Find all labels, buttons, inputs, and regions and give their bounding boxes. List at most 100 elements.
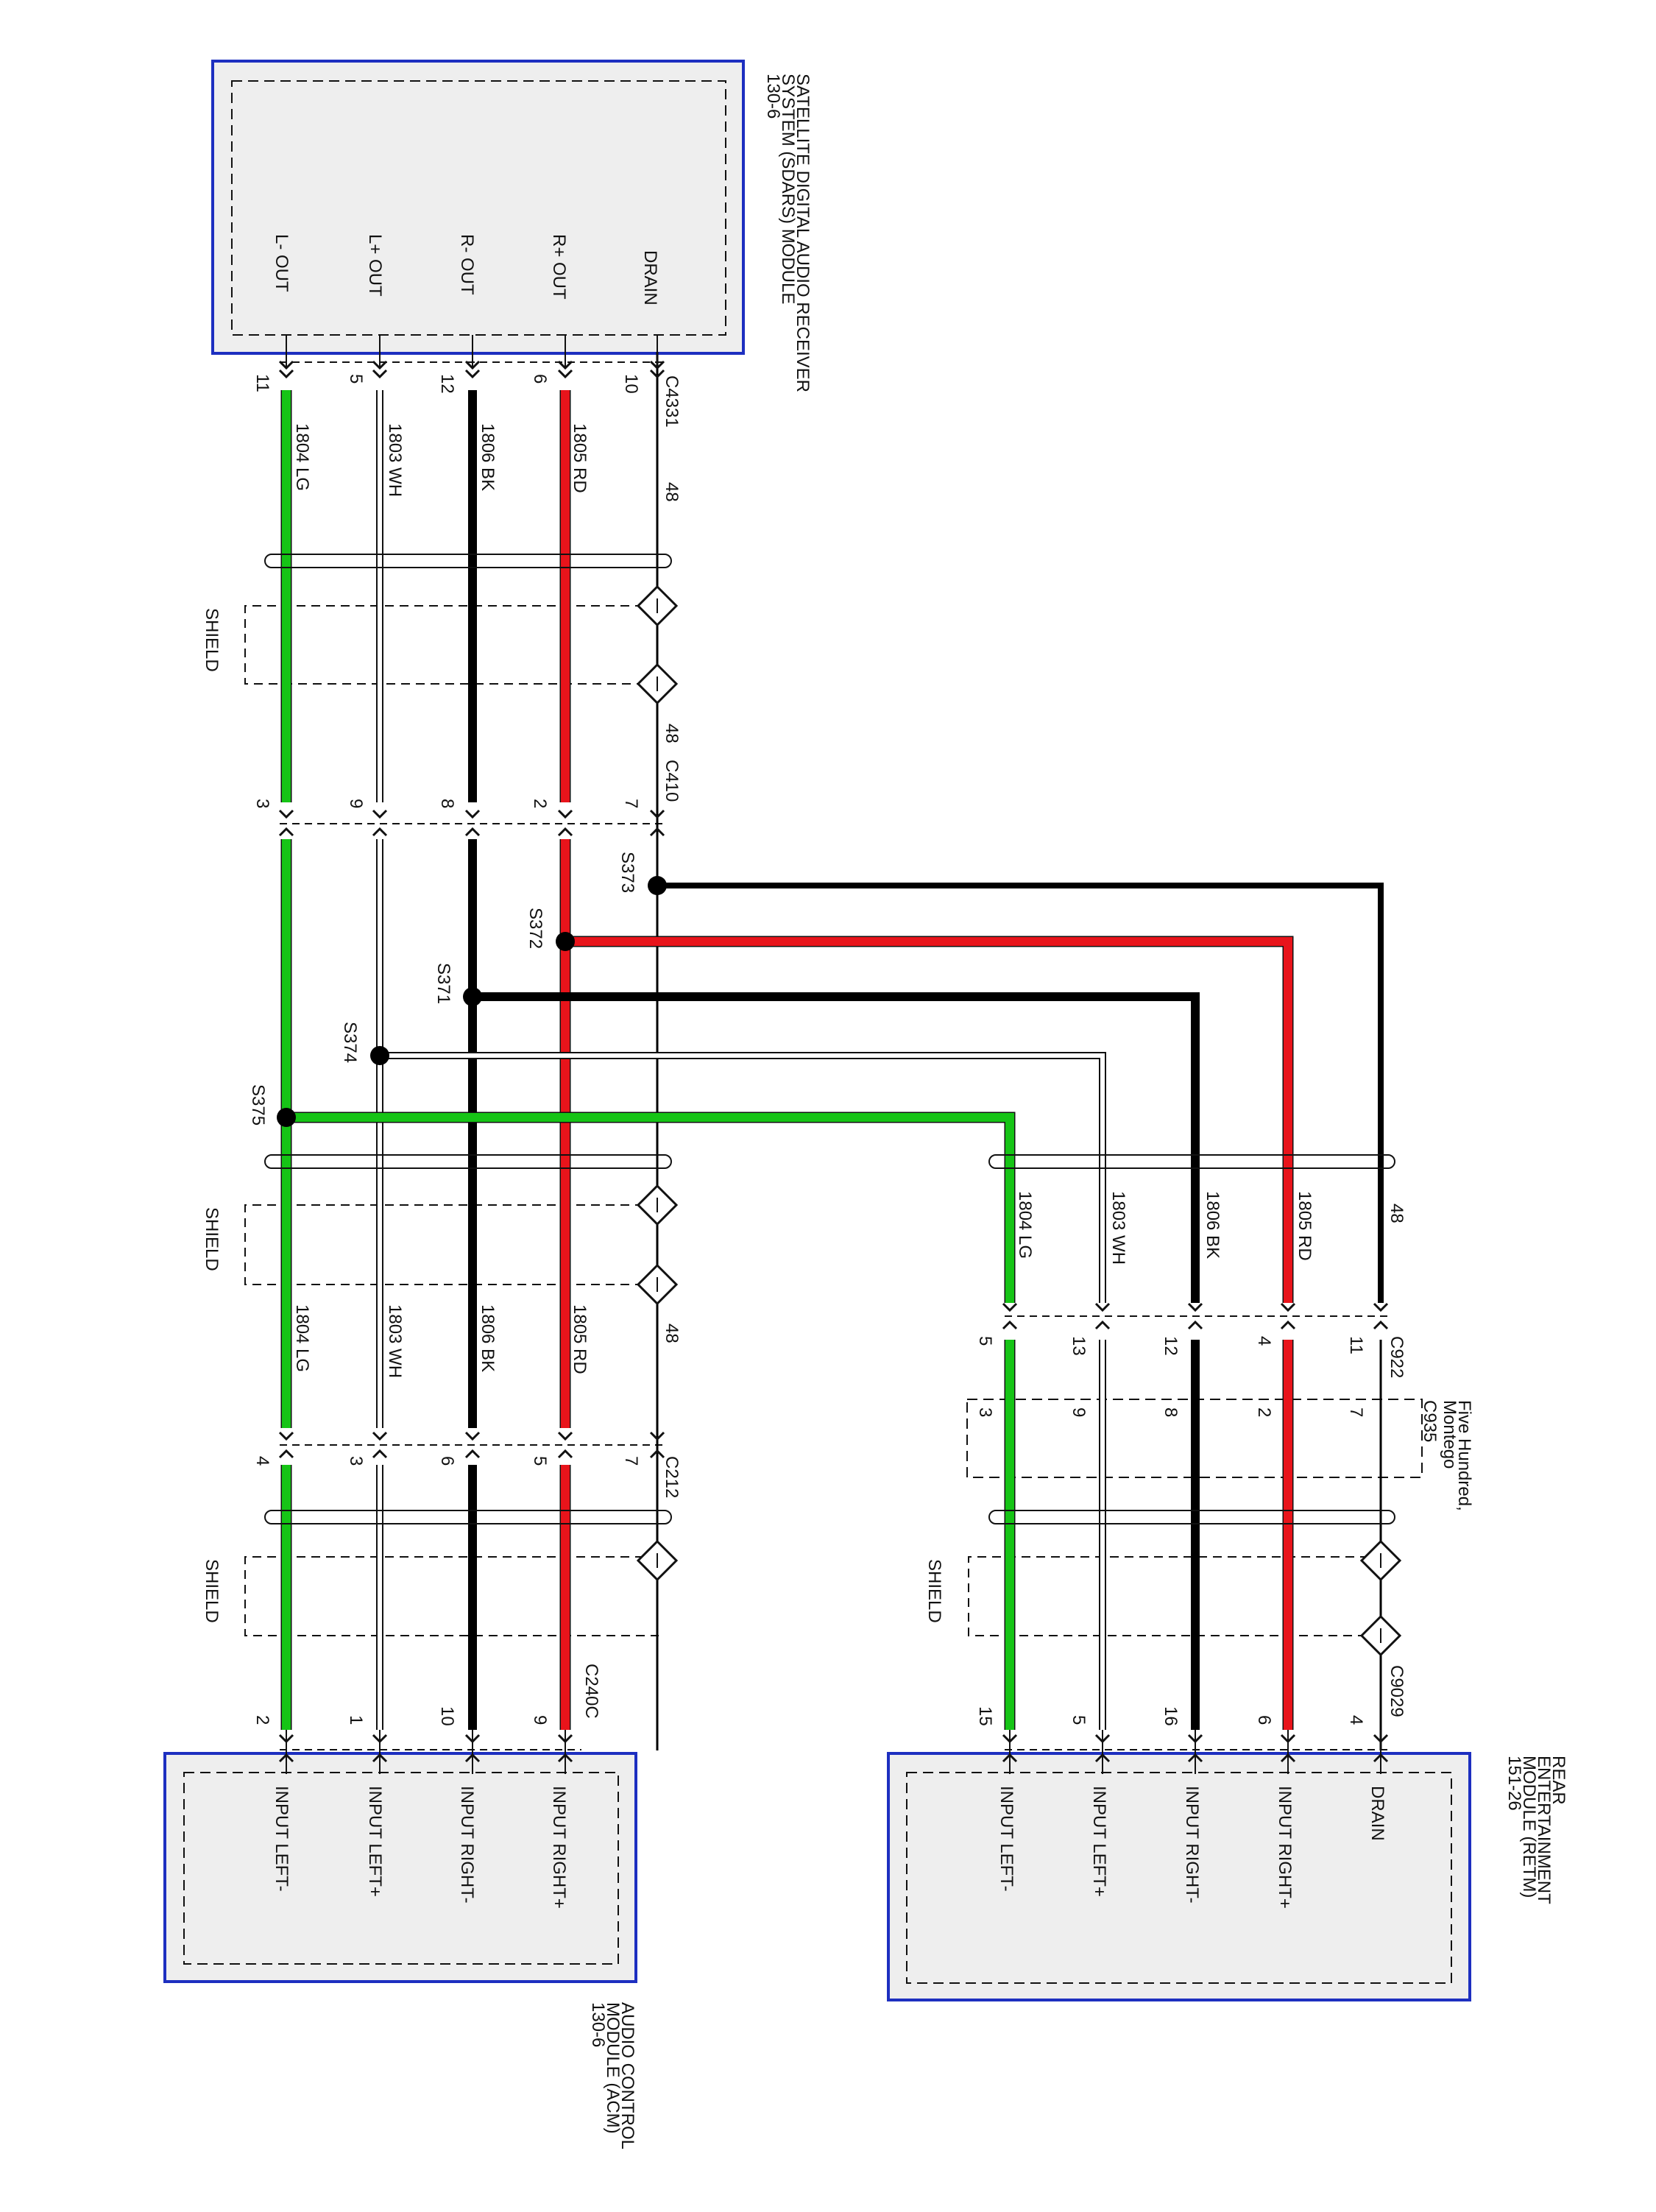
harness-clamp-4 <box>988 1154 1395 1169</box>
chevron-c9029b-0 <box>1373 1753 1389 1763</box>
c935-pin-lminus: 3 <box>975 1407 995 1417</box>
circuit-drain-retm: 48 <box>1387 1204 1406 1223</box>
sdars-pin-lminus: L- OUT <box>272 234 291 292</box>
wires <box>280 335 1384 1774</box>
sdars-title-line2: SYSTEM (SDARS) MODULE <box>778 74 798 304</box>
circuit-drain-upper2: 48 <box>662 724 682 743</box>
c935-note-line1: Five Hundred, <box>1454 1400 1474 1511</box>
circuit-rplus-upper: 1805 RD <box>570 423 590 493</box>
chevron-c4331-3 <box>372 360 388 370</box>
chevron-c9029b-2 <box>1187 1753 1203 1763</box>
acm-module <box>163 1752 637 1983</box>
c9029-pin-lminus: 15 <box>975 1706 995 1726</box>
chevron-c212-4 <box>278 1431 294 1441</box>
c935-name: C935 <box>1420 1400 1440 1442</box>
c240c-pin-rplus: 9 <box>530 1715 550 1725</box>
c935-pin-rminus: 8 <box>1161 1407 1181 1417</box>
chevron-c4331-0 <box>649 360 665 370</box>
chevron-c410-3 <box>372 809 388 819</box>
chevron-c410b-4 <box>278 827 294 837</box>
chevron-c9029-1 <box>1280 1734 1296 1744</box>
circuit-lplus-lower: 1803 WH <box>385 1304 405 1378</box>
chevron-c240cb-2 <box>372 1753 388 1763</box>
retm-pin-rminus: INPUT RIGHT- <box>1182 1786 1202 1904</box>
retm-title-line3: MODULE (RETM) <box>1519 1756 1539 1898</box>
c410-pin-rplus: 2 <box>530 799 550 808</box>
chevron-c410-1 <box>557 809 573 819</box>
splice-s372: S372 <box>526 908 545 949</box>
chevron-c212b-3 <box>372 1449 388 1459</box>
sdars-pin-lplus: L+ OUT <box>365 234 385 297</box>
c9029-name: C9029 <box>1387 1665 1406 1717</box>
chevron-c240c-1 <box>464 1734 481 1744</box>
c9029-pin-rminus: 16 <box>1161 1706 1181 1726</box>
chevron-c410-2 <box>464 809 481 819</box>
chevron-c4331b-4 <box>278 369 294 379</box>
wire-lminus-branch <box>286 1113 1014 1303</box>
c922-pin-lminus: 5 <box>975 1336 995 1346</box>
chevron-c9029b-3 <box>1094 1753 1111 1763</box>
shield-label-2: SHIELD <box>202 1207 222 1271</box>
c4331-pin-drain: 10 <box>621 374 641 394</box>
splice-dot-3 <box>370 1046 389 1065</box>
chevron-c4331-2 <box>464 360 481 370</box>
sdars-pin-drain: DRAIN <box>640 250 660 305</box>
c4331-pin-rminus: 12 <box>437 374 457 394</box>
retm-pin-rplus: INPUT RIGHT+ <box>1275 1786 1295 1909</box>
chevron-c240cb-1 <box>464 1753 481 1763</box>
retm-pin-drain: DRAIN <box>1367 1786 1387 1841</box>
c212-pin-drain: 7 <box>621 1456 641 1466</box>
chevron-c212-1 <box>557 1431 573 1441</box>
circuit-rminus-lower: 1806 BK <box>478 1304 498 1372</box>
chevron-c4331-1 <box>557 360 573 370</box>
splice-dot-0 <box>648 876 667 895</box>
sdars-module <box>211 60 745 355</box>
chevron-c212b-4 <box>278 1449 294 1459</box>
retm-title-line1: REAR <box>1549 1756 1568 1805</box>
chevron-c410-4 <box>278 809 294 819</box>
circuit-drain-upper1: 48 <box>662 482 682 502</box>
acm-pin-rminus: INPUT RIGHT- <box>457 1786 477 1904</box>
wire-drain-branch <box>657 883 1384 1303</box>
c410-pin-lminus: 3 <box>252 799 272 808</box>
acm-title-line2: MODULE (ACM) <box>603 2002 623 2134</box>
circuit-rplus-lower: 1805 RD <box>570 1304 590 1374</box>
c410-pin-drain: 7 <box>621 799 641 808</box>
chevron-c922b-3 <box>1094 1320 1111 1330</box>
c410-name: C410 <box>662 760 682 802</box>
c935-pin-drain: 7 <box>1346 1407 1366 1417</box>
chevron-c240cb-3 <box>278 1753 294 1763</box>
c212-pin-lminus: 4 <box>252 1456 272 1466</box>
c240c-pin-rminus: 10 <box>437 1706 457 1726</box>
harness-clamp-5 <box>988 1510 1395 1524</box>
c4331-pin-lplus: 5 <box>346 374 366 384</box>
chevron-c922-3 <box>1094 1302 1111 1312</box>
c935-note-line2: Montego <box>1440 1400 1459 1469</box>
c240c-pin-lplus: 1 <box>346 1715 366 1725</box>
chevron-c410b-2 <box>464 827 481 837</box>
c9029-pin-drain: 4 <box>1346 1715 1366 1725</box>
circuit-rminus-upper: 1806 BK <box>478 423 498 491</box>
wire-lplus-branch-outline <box>380 1052 1106 1303</box>
circuit-rminus-retm: 1806 BK <box>1203 1191 1222 1259</box>
harness-clamp-1 <box>264 554 672 568</box>
c922-pin-drain: 11 <box>1346 1336 1366 1354</box>
splice-s375: S375 <box>248 1084 268 1126</box>
chevron-c240c-2 <box>372 1734 388 1744</box>
splice-s371: S371 <box>434 963 453 1004</box>
chevron-c4331b-3 <box>372 369 388 379</box>
chevron-c9029-4 <box>1002 1734 1018 1744</box>
c212-pin-rminus: 6 <box>437 1456 457 1466</box>
c410-pin-rminus: 8 <box>437 799 457 808</box>
c9029-pin-rplus: 6 <box>1254 1715 1274 1725</box>
retm-pin-lplus: INPUT LEFT+ <box>1089 1786 1109 1897</box>
chevron-c9029-3 <box>1094 1734 1111 1744</box>
circuit-lminus-lower: 1804 LG <box>292 1304 312 1372</box>
chevron-c212-3 <box>372 1431 388 1441</box>
chevron-c410b-0 <box>649 827 665 837</box>
c922-pin-lplus: 13 <box>1069 1336 1089 1356</box>
retm-title-line4: 151-26 <box>1504 1756 1524 1811</box>
c4331-pin-rplus: 6 <box>530 374 550 384</box>
